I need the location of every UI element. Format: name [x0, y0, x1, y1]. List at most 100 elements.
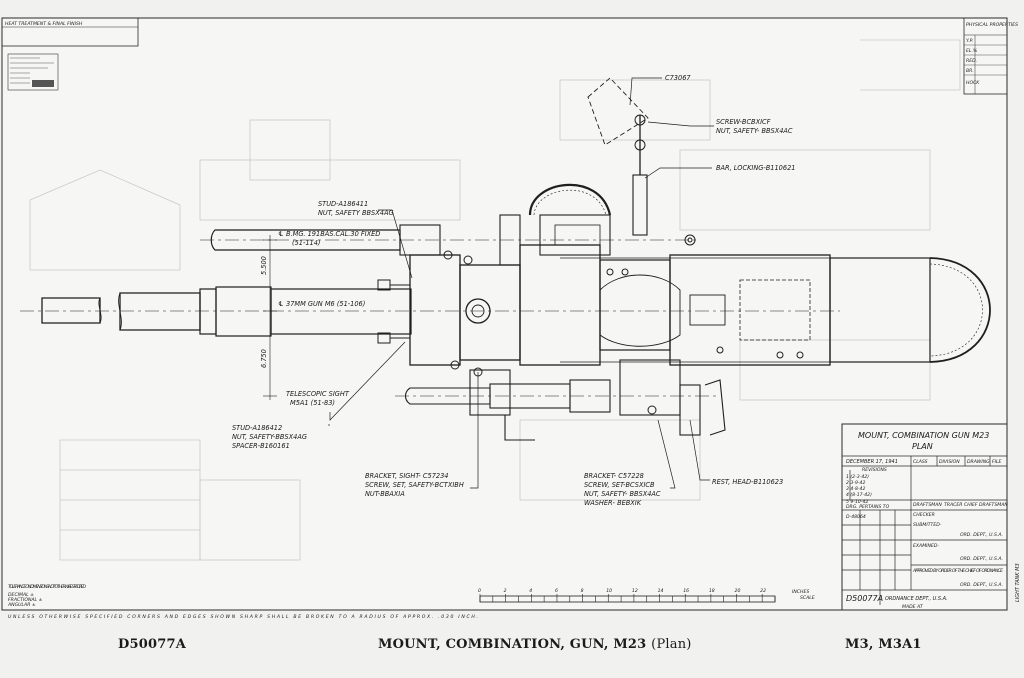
scale-tick-label: 10 — [606, 588, 612, 594]
label-nut-safety-bbsx4ac: NUT, SAFETY- BBSX4AC — [716, 127, 793, 135]
caption-center-title: MOUNT, COMBINATION, GUN, M23 — [378, 637, 647, 652]
scale-tick-label: 8 — [581, 588, 584, 594]
tb-revisions: REVISIONS — [862, 467, 887, 473]
telescopic-sight-body — [395, 379, 720, 413]
label-telescopic-sight: TELESCOPIC SIGHT — [286, 390, 350, 398]
label-telescopic-sight-ref: M5A1 (51-83) — [290, 399, 335, 407]
label-nut-bbaxia: NUT-BBAXIA — [365, 490, 405, 498]
label-rest-head: REST, HEAD-B110623 — [712, 478, 783, 486]
scale-tick-label: 12 — [632, 588, 638, 594]
title-line2: PLAN — [912, 442, 933, 451]
tb-rev-4: 4 (8-17-42) — [846, 492, 872, 498]
scale-bar: 0 2 4 6 8 10 12 14 16 18 20 22 INCHES SCALE — [478, 588, 815, 603]
label-bmg: ℄ B.MG. 191BAS.CAL.30 FIXED — [278, 230, 380, 238]
gun-mount-assembly — [20, 77, 991, 489]
label-c73067: C73067 — [665, 74, 691, 82]
label-spacer: SPACER-B160161 — [232, 442, 290, 450]
tb-ord-dept-2: ORD. DEPT., U.S.A. — [960, 556, 1003, 562]
caption-center: MOUNT, COMBINATION, GUN, M23 (Plan) — [378, 637, 692, 652]
physical-properties-box: PHYSICAL PROPERTIES Y.P. EL.% RED. BR. H… — [963, 17, 1018, 95]
scale-tick-label: 18 — [709, 588, 715, 594]
label-bracket-c57228: BRACKET- C57228 — [584, 472, 644, 480]
ghost-background-drawing — [29, 39, 961, 561]
tb-made-at: MADE AT — [902, 604, 924, 610]
title-block — [841, 423, 1008, 611]
prop-red: RED. — [966, 58, 977, 64]
tb-examined: EXAMINED- — [913, 543, 939, 549]
label-bracket-sight: BRACKET, SIGHT- C57234 — [365, 472, 449, 480]
tb-drawing: DRAWING — [967, 459, 990, 465]
tb-ord-dept-1: ORD. DEPT., U.S.A. — [960, 532, 1003, 538]
tb-approved: APPROVED BY ORDER OF THE CHIEF OF ORDNAN… — [912, 568, 1003, 574]
label-stud-a186412: STUD-A186412 — [232, 424, 282, 432]
stamp-box — [7, 53, 59, 91]
prop-br: BR. — [966, 68, 974, 74]
title-line1: MOUNT, COMBINATION GUN M23 — [858, 431, 989, 440]
tb-submitted: SUBMITTED- — [913, 522, 942, 528]
label-screw-set-bcsxicb: SCREW, SET-BCSXICB — [584, 481, 655, 489]
note-decimal: DECIMAL ± — [8, 592, 34, 598]
heat-treatment-box: HEAT TREATMENT & FINAL FINISH — [1, 17, 139, 47]
note-tolerance: TOLERANCE ON DIMENSIONS NOT OTHERWISE SP… — [8, 584, 86, 590]
37mm-barrel — [20, 286, 840, 337]
tb-tracer: TRACER — [944, 502, 962, 508]
scale-tick-label: 14 — [658, 588, 664, 594]
prop-yp: Y.P. — [966, 38, 973, 44]
label-bar-locking: BAR, LOCKING-B110621 — [716, 164, 795, 172]
dimension-lines — [263, 235, 277, 400]
tb-drawing-number: D50077A — [846, 594, 883, 603]
scale-tick-label: 0 — [478, 588, 481, 594]
label-nut-safety-bbsx4ac2: NUT, SAFETY- BBSX4AC — [584, 490, 661, 498]
label-nut-safety-bbsx4ag: NUT, SAFETY BBSX4AG — [318, 209, 394, 217]
scale-tick-label: 6 — [555, 588, 558, 594]
tb-date: DECEMBER 17, 1941 — [846, 459, 898, 465]
scale-tick-label: 22 — [760, 588, 766, 594]
tb-ord-dept-3: ORD. DEPT., U.S.A. — [960, 582, 1003, 588]
part-labels: C73067 SCREW-BCBXICF NUT, SAFETY- BBSX4A… — [232, 74, 795, 507]
tb-ordnance-dept: ORDNANCE DEPT., U.S.A. — [885, 596, 948, 602]
label-screw-bcbxicf: SCREW-BCBXICF — [716, 118, 771, 126]
tb-rev-1: 1 (2-3-42) — [846, 474, 869, 480]
scale-ticks: 0 2 4 6 8 10 12 14 16 18 20 22 — [478, 588, 776, 602]
tb-drg-number: D-48064 — [846, 514, 866, 520]
scale-tick-label: 16 — [683, 588, 689, 594]
label-washer: WASHER- BEBXIK — [584, 499, 642, 507]
tb-chief-draftsman: CHIEF DRAFTSMAN — [964, 502, 1008, 508]
tb-side-stamp: LIGHT TANK M3 — [1015, 563, 1021, 602]
note-fractional: FRACTIONAL ± — [8, 597, 43, 603]
scale-tick-label: 2 — [504, 588, 507, 594]
tb-file: FILE — [992, 459, 1002, 465]
caption-center-sub: (Plan) — [651, 637, 692, 652]
tb-division: DIVISION — [939, 459, 960, 465]
label-37mm-gun: ℄ 37MM GUN M6 (51-106) — [278, 300, 365, 308]
scale-label: SCALE — [800, 595, 815, 601]
dim-6750: 6.750 — [260, 349, 268, 368]
note-angular: ANGULAR ± — [7, 602, 36, 608]
prop-el: EL.% — [966, 48, 977, 54]
tb-drg-pertains: DRG. PERTAINS TO — [846, 504, 890, 510]
drawing-border — [1, 17, 1008, 611]
caption-right: M3, M3A1 — [845, 637, 922, 652]
tb-class: CLASS — [913, 459, 928, 465]
prop-hock: HOCK — [966, 80, 980, 86]
heat-treatment-label: HEAT TREATMENT & FINAL FINISH — [5, 21, 83, 27]
leader-lines — [328, 77, 714, 489]
tb-rev-5: 5 9-10-42 — [846, 499, 868, 505]
title-block-text: MOUNT, COMBINATION GUN M23 PLAN DECEMBER… — [846, 431, 1021, 610]
tb-rev-2: 2 3-9-42 — [846, 480, 865, 486]
scale-tick-label: 4 — [529, 588, 532, 594]
scale-units: INCHES — [792, 589, 809, 595]
label-screw-set-safety: SCREW, SET, SAFETY-BCTXIBH — [365, 481, 464, 489]
mount-body — [377, 77, 991, 441]
tb-rev-3: 3 4-8-42 — [846, 486, 865, 492]
scale-tick-label: 20 — [735, 588, 741, 594]
label-bmg-ref: (51-114) — [292, 239, 321, 247]
tb-draftsman: DRAFTSMAN — [913, 502, 942, 508]
caption-left: D50077A — [118, 637, 186, 652]
physical-properties-label: PHYSICAL PROPERTIES — [966, 22, 1018, 28]
tb-checker: CHECKER — [913, 512, 935, 518]
dim-5500: 5.500 — [260, 256, 268, 275]
label-nut-safety-bbsx4ag2: NUT, SAFETY-BBSX4AG — [232, 433, 307, 441]
label-stud-a186411: STUD-A186411 — [318, 200, 368, 208]
